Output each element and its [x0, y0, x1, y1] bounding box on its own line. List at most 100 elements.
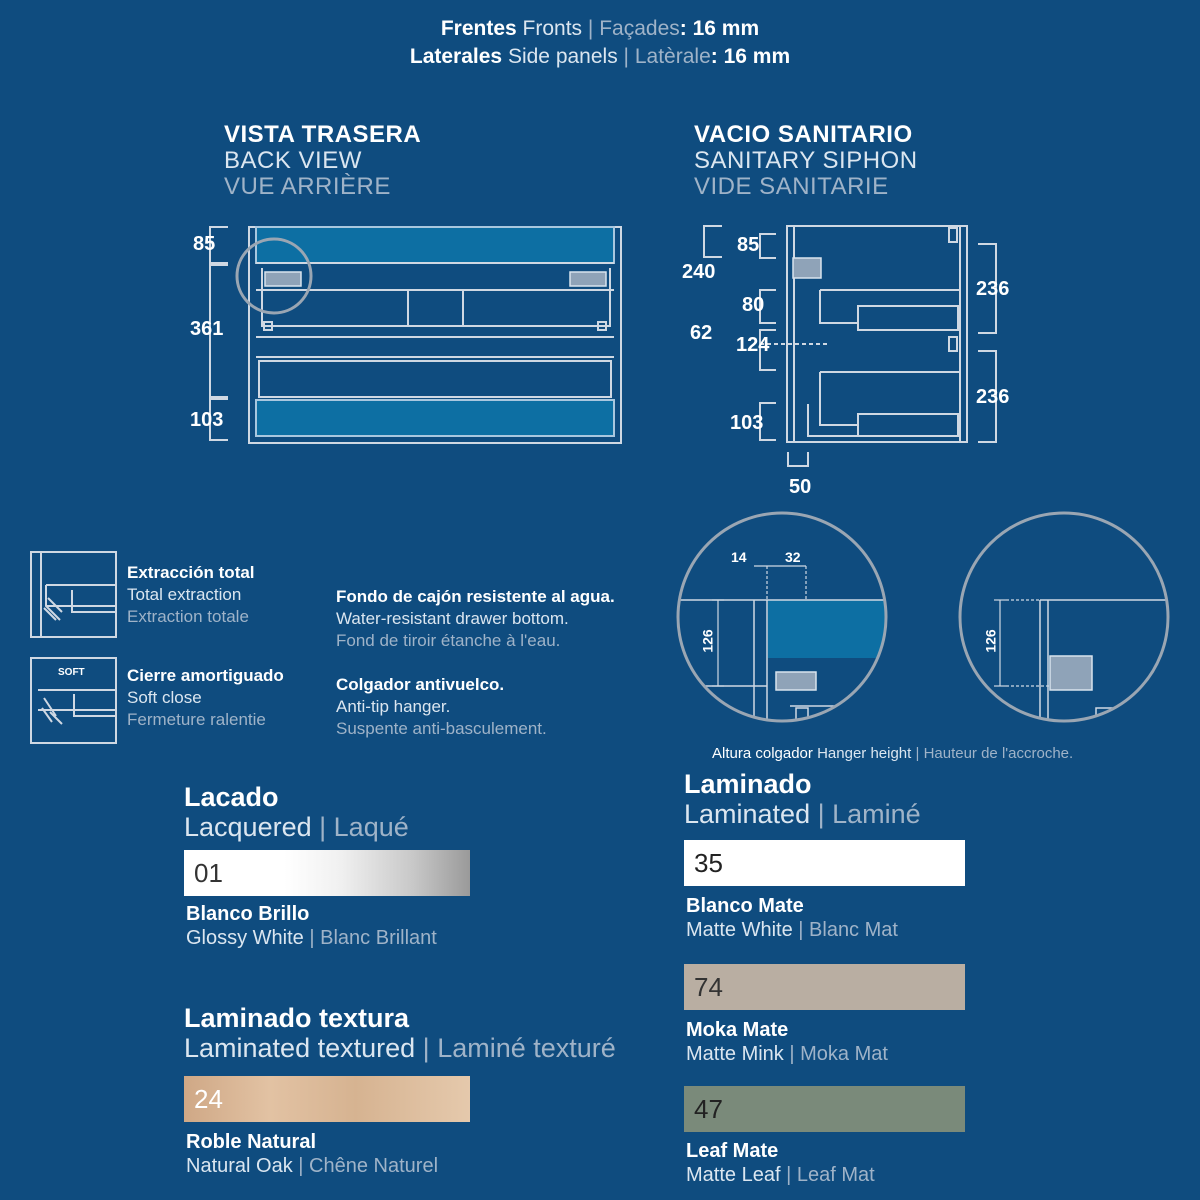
spec-sides-en: Side panels: [507, 45, 618, 68]
feature-fr: Fermeture ralentie: [127, 710, 266, 729]
feature-en: Soft close: [127, 688, 202, 707]
san-dim-62: 62: [690, 322, 713, 344]
feature-en: Water-resistant drawer bottom.: [336, 609, 569, 628]
back-dim-85: 85: [193, 233, 216, 255]
sanitary-title-en: SANITARY SIPHON: [694, 147, 918, 174]
swatch-47[interactable]: 47: [684, 1086, 965, 1132]
swatch-es: Leaf Mate: [686, 1140, 779, 1162]
sanitary-heading: VACIO SANITARIO SANITARY SIPHON VIDE SAN…: [694, 122, 918, 200]
spec-line-sides: Laterales Side panels | Latèrale: 16 mm: [0, 45, 1200, 69]
lacquered-title-fr: Laqué: [333, 812, 409, 842]
swatch-en: Matte Mink: [686, 1043, 784, 1065]
laminated-title-en: Laminated: [684, 799, 811, 829]
back-view-title-fr: VUE ARRIÈRE: [224, 173, 391, 200]
swatch-en: Glossy White: [186, 927, 304, 949]
swatch-code: 24: [194, 1084, 223, 1114]
feature-fr: Fond de tiroir étanche à l'eau.: [336, 631, 561, 650]
textured-title-fr: Laminé texturé: [437, 1033, 616, 1063]
swatch-en: Matte Leaf: [686, 1164, 781, 1186]
spec-sides-fr: Latèrale: [634, 45, 711, 68]
full-extraction-icon: [30, 551, 117, 638]
san-dim-80: 80: [742, 294, 765, 316]
swatch-sep: |: [786, 1164, 792, 1186]
san-dim-236-upper: 236: [976, 278, 1010, 300]
hanger-dim-126-right: 126: [982, 629, 999, 653]
spec-sides-es: Laterales: [409, 45, 503, 68]
swatch-47-label: Leaf Mate Matte Leaf | Leaf Mat: [686, 1139, 875, 1187]
hanger-caption-fr: Hauteur de l'accroche.: [923, 745, 1074, 762]
swatch-sep: |: [798, 919, 804, 941]
hanger-caption-en: Hanger height: [817, 745, 912, 762]
feature-fr: Extraction totale: [127, 607, 249, 626]
lacquered-title-es: Lacado: [184, 782, 279, 812]
spec-sep: |: [587, 17, 594, 40]
swatch-es: Blanco Brillo: [186, 903, 310, 925]
soft-badge: SOFT: [58, 667, 85, 678]
lacquered-title-en: Lacquered: [184, 812, 312, 842]
swatch-01[interactable]: 01: [184, 850, 470, 896]
soft-close-icon: [30, 657, 117, 744]
back-view-drawing: [209, 226, 622, 444]
feature-es: Extracción total: [127, 563, 255, 582]
textured-title-es: Laminado textura: [184, 1003, 410, 1033]
sanitary-title-fr: VIDE SANITARIE: [694, 173, 889, 200]
swatch-01-label: Blanco Brillo Glossy White | Blanc Brill…: [186, 902, 437, 950]
feature-en: Anti-tip hanger.: [336, 697, 451, 716]
spec-sep: |: [623, 45, 630, 68]
feature-es: Fondo de cajón resistente al agua.: [336, 587, 615, 606]
san-dim-240: 240: [682, 261, 716, 283]
swatch-35[interactable]: 35: [684, 840, 965, 886]
textured-title-en: Laminated textured: [184, 1033, 416, 1063]
hanger-caption: Altura colgador Hanger height | Hauteur …: [712, 745, 1073, 762]
back-view-title-en: BACK VIEW: [224, 147, 362, 174]
back-view-heading: VISTA TRASERA BACK VIEW VUE ARRIÈRE: [224, 122, 421, 200]
swatch-es: Roble Natural: [186, 1131, 317, 1153]
swatch-en: Natural Oak: [186, 1155, 293, 1177]
swatch-fr: Blanc Mat: [809, 919, 898, 941]
swatch-code: 47: [694, 1094, 723, 1124]
laminated-title-fr: Laminé: [832, 799, 921, 829]
feature-soft-close: Cierre amortiguado Soft close Fermeture …: [127, 665, 284, 731]
hanger-caption-es: Altura colgador: [712, 745, 813, 762]
textured-sep: |: [422, 1033, 430, 1063]
swatch-fr: Blanc Brillant: [320, 927, 437, 949]
san-dim-103: 103: [730, 412, 764, 434]
back-dim-361: 361: [190, 318, 224, 340]
swatch-74-label: Moka Mate Matte Mink | Moka Mat: [686, 1018, 888, 1066]
san-dim-50: 50: [789, 476, 812, 498]
swatch-sep: |: [298, 1155, 304, 1177]
feature-en: Total extraction: [127, 585, 242, 604]
swatch-74[interactable]: 74: [684, 964, 965, 1010]
spec-fronts-fr: Façades: [599, 17, 680, 40]
swatch-24[interactable]: 24: [184, 1076, 470, 1122]
spec-line-fronts: Frentes Fronts | Façades: 16 mm: [0, 17, 1200, 41]
swatch-fr: Leaf Mat: [796, 1164, 875, 1186]
swatch-35-label: Blanco Mate Matte White | Blanc Mat: [686, 894, 898, 942]
spec-fronts-es: Frentes: [440, 17, 517, 40]
laminated-title-es: Laminado: [684, 769, 812, 799]
feature-anti-tip: Colgador antivuelco. Anti-tip hanger. Su…: [336, 674, 547, 740]
lacquered-heading: Lacado Lacquered | Laqué: [184, 782, 409, 842]
hanger-dim-32: 32: [785, 549, 801, 565]
hanger-caption-sep: |: [915, 745, 920, 762]
swatch-code: 01: [194, 858, 223, 888]
hanger-detail-right: [958, 511, 1170, 723]
feature-full-extraction: Extracción total Total extraction Extrac…: [127, 562, 255, 628]
swatch-24-label: Roble Natural Natural Oak | Chêne Nature…: [186, 1130, 438, 1178]
back-dim-103: 103: [190, 409, 224, 431]
spec-sides-value: : 16 mm: [710, 45, 791, 68]
swatch-code: 74: [694, 972, 723, 1002]
hanger-detail-left: [676, 511, 888, 723]
swatch-es: Moka Mate: [686, 1019, 789, 1041]
laminated-heading: Laminado Laminated | Laminé: [684, 769, 921, 829]
san-dim-85: 85: [737, 234, 760, 256]
san-dim-124: 124: [736, 334, 770, 356]
sanitary-drawing: [703, 225, 997, 467]
swatch-sep: |: [309, 927, 315, 949]
swatch-fr: Chêne Naturel: [309, 1155, 439, 1177]
sanitary-title-es: VACIO SANITARIO: [694, 121, 913, 148]
feature-water-resistant: Fondo de cajón resistente al agua. Water…: [336, 586, 615, 652]
hanger-dim-14: 14: [731, 549, 747, 565]
swatch-fr: Moka Mat: [800, 1043, 888, 1065]
